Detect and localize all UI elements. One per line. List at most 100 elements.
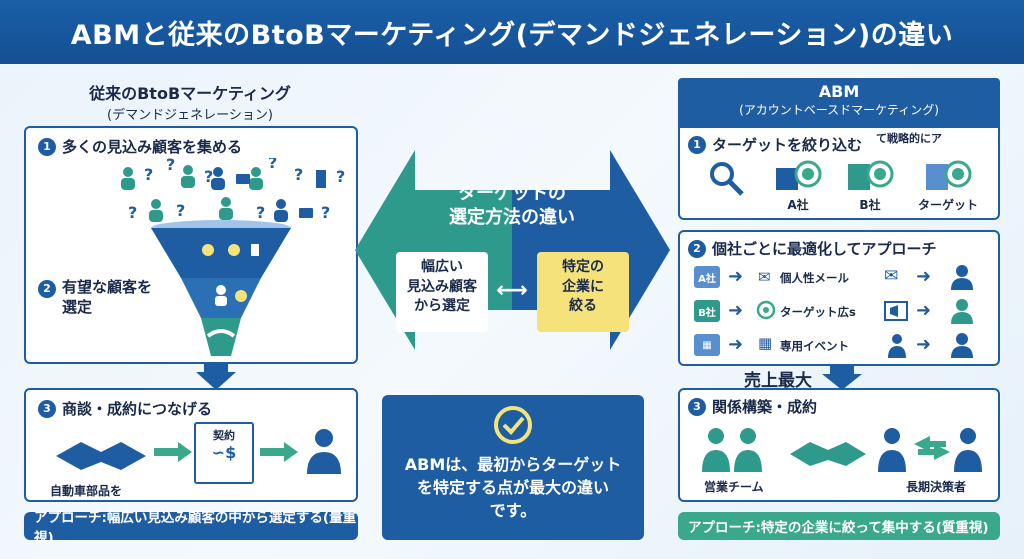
person-icon [951, 265, 973, 290]
factory-target-icon [776, 160, 822, 190]
left-step2-label-line1: 有望な顧客を [62, 278, 153, 296]
left-heading-line1: 従来のBtoBマーケティング [89, 84, 291, 103]
arrow-right-icon: ➜ [728, 334, 744, 355]
down-arrow-icon [196, 362, 236, 390]
company-b-badge: B社 [694, 300, 720, 322]
briefcase-icon [236, 174, 250, 184]
channel-label: ターゲット広s [780, 305, 856, 319]
svg-text:?: ? [256, 203, 265, 222]
center-title-line2: 選定方法の違い [449, 207, 575, 229]
svg-text:?: ? [336, 167, 345, 186]
company-label: B社 [859, 198, 881, 212]
right-step2-panel: 2 個社ごとに最適化してアプローチ A社 ➜ ✉ 個人性メール ✉ ➜ B社 ➜… [678, 230, 1000, 366]
arrow-right-icon [154, 442, 192, 462]
channel-label: 個人性メール [780, 271, 849, 285]
step-number-badge: 1 [688, 135, 706, 154]
svg-text:?: ? [128, 203, 137, 222]
megaphone-icon [884, 301, 908, 321]
broad-prospects-box: 幅広い 見込み顧客 から選定 [396, 252, 488, 332]
target-icon [756, 300, 776, 320]
people-icon [121, 165, 263, 222]
summary-line2: を特定する点が最大の違い [416, 478, 609, 498]
dollar-icon: ∽$ [211, 443, 237, 462]
company-a-target: A社 [768, 158, 828, 213]
person-icon [215, 285, 227, 306]
arrow-right-icon: ➜ [916, 334, 932, 355]
right-step1-panel: 1 ターゲットを絞り込む て戦略的にア A社 B社 ターゲット [678, 128, 1000, 220]
specific-box-line: 特定の [562, 259, 604, 275]
decision-maker-label: 長期決策者 [906, 480, 967, 494]
building-icon [251, 244, 259, 256]
svg-text:?: ? [321, 203, 330, 222]
right-step1-label: ターゲットを絞り込む [712, 136, 863, 154]
left-heading-line2: (デマンドジェネレーション) [107, 108, 273, 123]
check-icons [202, 244, 247, 302]
company-building-badge: ▦ [694, 334, 720, 356]
person-icon [951, 333, 973, 358]
building-icon [316, 170, 326, 188]
svg-text:?: ? [166, 158, 175, 174]
svg-text:?: ? [294, 165, 303, 184]
swap-arrows-icon: ⟷ [496, 278, 528, 303]
right-heading-line1: ABM [818, 82, 860, 101]
right-step3-label: 関係構築・成約 [712, 398, 818, 416]
right-step2-label: 個社ごとに最適化してアプローチ [712, 240, 937, 258]
businessman-icon [307, 429, 341, 474]
company-b-target: B社 [840, 158, 900, 213]
checkmark-circle-icon [494, 406, 532, 444]
magnifier-icon [710, 162, 744, 196]
right-step1-note: て戦略的にア [876, 132, 942, 145]
specific-box-line: 企業に [562, 278, 604, 295]
left-heading: 従来のBtoBマーケティング (デマンドジェネレーション) [40, 80, 340, 123]
sales-team-label: 営業チーム [704, 480, 764, 494]
left-step2-title: 2 有望な顧客を 選定 [38, 278, 152, 317]
summary-box: ABMは、最初からターゲット を特定する点が最大の違い です。 [382, 395, 644, 540]
step-number-badge: 2 [688, 239, 706, 258]
right-step3-panel: 3 関係構築・成約 営業チーム 長期決策者 [678, 388, 1000, 502]
summary-line3: です。 [489, 501, 537, 521]
broad-box-line: 見込み顧客 [407, 278, 477, 295]
calendar-icon: ▦ [758, 334, 773, 352]
handshake-icon [790, 442, 866, 466]
company-label: ターゲット [917, 198, 978, 212]
funnel-diagram [151, 220, 291, 356]
right-step1-title: 1 ターゲットを絞り込む [688, 134, 862, 155]
summary-line1: ABMは、最初からターゲット [404, 455, 622, 474]
arrow-right-icon: ➜ [916, 300, 932, 321]
left-step1-label: 多くの見込み顧客を集める [62, 138, 243, 156]
contract-label: 契約 [213, 429, 235, 442]
specific-companies-box: 特定の 企業に 絞る [537, 252, 629, 332]
svg-text:?: ? [204, 167, 213, 186]
target-company: ターゲット [908, 158, 988, 213]
step-number-badge: 3 [38, 399, 56, 418]
step-number-badge: 1 [38, 137, 56, 156]
handshake-icon [206, 329, 236, 338]
handshake-icon [56, 442, 146, 470]
left-step1-title: 1 多くの見込み顧客を集める [38, 136, 242, 157]
person-icon [211, 167, 326, 222]
audience-icon [888, 334, 906, 358]
arrow-right-icon: ➜ [728, 266, 744, 287]
svg-text:?: ? [268, 158, 277, 172]
right-step3-title: 3 関係構築・成約 [688, 396, 817, 417]
right-heading: ABM (アカウントベースドマーケティング) [678, 78, 1000, 128]
page-title: ABMと従来のBtoBマーケティング(デマンドジェネレーション)の違い [0, 0, 1024, 64]
left-step3-panel: 3 商談・成約につなげる 契約 ∽$ 自動車部品を [24, 388, 358, 502]
company-a-badge: A社 [694, 266, 720, 288]
building-target-icon [926, 160, 972, 190]
svg-text:?: ? [144, 165, 153, 184]
center-title-line1: ターゲットの [458, 183, 566, 204]
left-step2-label-line2: 選定 [62, 297, 93, 316]
right-step2-title: 2 個社ごとに最適化してアプローチ [688, 238, 937, 259]
left-step3-label: 商談・成約につなげる [62, 400, 213, 418]
broad-box-line: 幅広い [421, 259, 463, 275]
sales-team-icon [702, 428, 762, 472]
right-heading-line2: (アカウントベースドマーケティング) [739, 103, 939, 117]
down-arrow-icon [822, 364, 862, 390]
briefcase-icon [299, 208, 313, 218]
long-term-relationship-icon [878, 428, 982, 472]
channel-label: 専用イベント [780, 339, 849, 353]
mail-open-icon: ✉ [884, 266, 899, 286]
company-label: A社 [787, 198, 809, 212]
broad-box-line: から選定 [414, 298, 470, 315]
